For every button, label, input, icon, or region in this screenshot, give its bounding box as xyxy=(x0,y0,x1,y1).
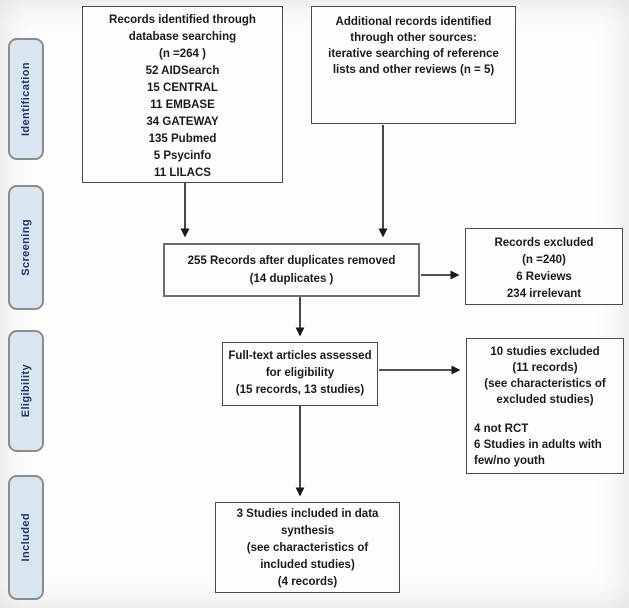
stage-label-screening: Screening xyxy=(20,219,32,276)
box-line: 255 Records after duplicates removed xyxy=(187,255,396,267)
box-line: 3 Studies included in data xyxy=(236,508,379,520)
box-line: for eligibility xyxy=(265,367,335,379)
box-studies-excluded: 10 studies excluded (11 records) (see ch… xyxy=(466,338,624,474)
box-line: 6 Studies in adults with xyxy=(474,439,602,451)
box-line: (see characteristics of xyxy=(246,542,369,554)
box-line: 52 AIDSearch xyxy=(145,65,220,77)
box-line: 15 CENTRAL xyxy=(147,82,218,94)
box-additional-records-other-sources: Additional records identified through ot… xyxy=(311,6,516,124)
box-line: included studies) xyxy=(260,559,355,571)
box-line: iterative searching of reference xyxy=(328,48,499,60)
stage-tab-screening: Screening xyxy=(8,185,44,310)
box-line: few/no youth xyxy=(474,455,545,467)
box-line: (n =240) xyxy=(522,254,566,266)
box-line: synthesis xyxy=(280,525,335,537)
box-records-excluded: Records excluded (n =240) 6 Reviews 234 … xyxy=(465,228,623,305)
box-line: (14 duplicates ) xyxy=(249,273,334,285)
box-line: (4 records) xyxy=(277,576,338,588)
box-line: 4 not RCT xyxy=(474,423,529,435)
exclusion-reasons-list: 4 not RCT 6 Studies in adults with few/n… xyxy=(467,421,623,469)
box-line: 11 LILACS xyxy=(154,167,211,179)
stage-label-identification: Identification xyxy=(20,61,32,137)
box-line: 234 irrelevant xyxy=(506,288,582,300)
stage-tab-identification: Identification xyxy=(8,38,44,160)
box-line: 6 Reviews xyxy=(516,271,572,283)
box-line: (see characteristics of xyxy=(484,378,606,390)
stage-tab-included: Included xyxy=(8,475,44,600)
box-line: 34 GATEWAY xyxy=(146,116,219,128)
box-line: through other sources: xyxy=(350,32,477,44)
box-studies-included: 3 Studies included in data synthesis (se… xyxy=(215,502,400,593)
box-line: 5 Psycinfo xyxy=(153,150,212,162)
stage-label-eligibility: Eligibility xyxy=(20,364,32,418)
box-line: Records identified through xyxy=(109,14,256,26)
box-line: 11 EMBASE xyxy=(150,99,215,111)
box-line: lists and other reviews (n = 5) xyxy=(332,64,495,76)
box-line: 135 Pubmed xyxy=(148,133,217,145)
box-records-identified-database: Records identified through database sear… xyxy=(82,6,283,183)
box-line: Full-text articles assessed xyxy=(228,350,372,362)
box-fulltext-assessed: Full-text articles assessed for eligibil… xyxy=(222,342,378,406)
box-line: (15 records, 13 studies) xyxy=(235,384,365,396)
box-line: excluded studies) xyxy=(496,394,594,406)
box-line: Records excluded xyxy=(494,237,594,249)
stage-tab-eligibility: Eligibility xyxy=(8,330,44,452)
box-line: 10 studies excluded xyxy=(490,346,600,358)
stage-label-included: Included xyxy=(20,513,32,562)
box-line: database searching xyxy=(128,31,237,43)
box-line: Additional records identified xyxy=(335,16,492,28)
box-records-after-duplicates-removed: 255 Records after duplicates removed (14… xyxy=(163,243,420,297)
box-line: (11 records) xyxy=(512,362,578,374)
box-line: (n =264 ) xyxy=(159,48,206,60)
